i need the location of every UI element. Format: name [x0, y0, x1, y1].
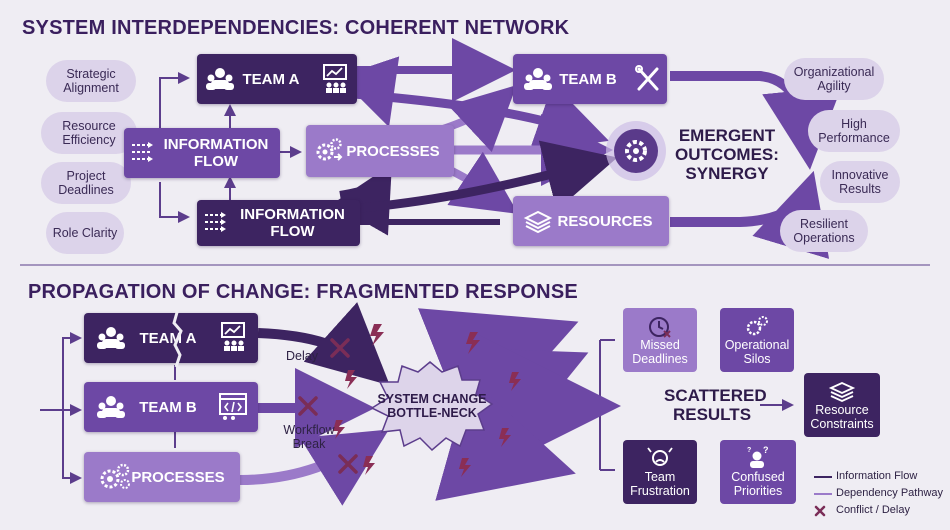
lightning-marks — [333, 324, 521, 477]
gears-icon — [100, 463, 130, 489]
operational-silos-node: Operational Silos — [720, 308, 794, 372]
processes-node-top: PROCESSES — [306, 125, 454, 177]
missed-deadlines-node: Missed Deadlines — [623, 308, 697, 372]
legend-dependency-pathway: Dependency Pathway — [836, 487, 944, 499]
delay-label: Delay — [286, 349, 318, 363]
scattered-results-label: SCATTERED RESULTS — [664, 386, 767, 424]
resources-label: RESOURCES — [557, 212, 653, 230]
cloud-resource-efficiency: Resource Efficiency — [45, 116, 133, 150]
flow-lines-icon — [132, 142, 153, 162]
confused-priorities-node: ? ? Confused Priorities — [720, 440, 796, 504]
information-flow-label-1: INFORMATION FLOW — [163, 136, 269, 170]
crack-mark — [172, 309, 183, 367]
svg-text:?: ? — [763, 445, 769, 455]
bottleneck-label: SYSTEM CHANGE BOTTLE-NECK — [377, 392, 487, 420]
stacked-files-icon — [828, 382, 856, 402]
team-b-node: TEAM B — [513, 54, 667, 104]
cloud-strategic-alignment: Strategic Alignment — [50, 64, 132, 98]
processes-label-bottom: PROCESSES — [131, 468, 225, 486]
gears-icon — [316, 138, 343, 161]
section-title-bottom: PROPAGATION OF CHANGE: FRAGMENTED RESPON… — [28, 281, 578, 303]
legend-swatch-dependency — [814, 493, 832, 495]
team-b-label-bottom: TEAM B — [139, 398, 197, 416]
team-b-label: TEAM B — [559, 70, 617, 88]
cloud-innovative-results: Innovative Results — [824, 165, 896, 199]
top-thin-connectors — [159, 72, 302, 223]
wrench-screwdriver-icon — [635, 65, 659, 91]
processes-label-top: PROCESSES — [346, 142, 440, 160]
team-frustration-node: Team Frustration — [623, 440, 697, 504]
section-title-top: SYSTEM INTERDEPENDENCIES: COHERENT NETWO… — [22, 17, 570, 39]
cloud-role-clarity: Role Clarity — [50, 216, 120, 250]
legend: Information Flow Dependency Pathway Conf… — [808, 470, 946, 522]
team-a-label-bottom: TEAM A — [139, 329, 197, 347]
team-a-label: TEAM A — [242, 70, 300, 88]
code-window-icon — [219, 393, 247, 420]
clock-icon — [649, 317, 671, 338]
legend-conflict-icon — [814, 505, 826, 517]
information-flow-label-2: INFORMATION FLOW — [240, 206, 345, 240]
legend-conflict-delay: Conflict / Delay — [836, 504, 910, 516]
cloud-organizational-agility: Organizational Agility — [788, 62, 880, 96]
legend-information-flow: Information Flow — [836, 470, 918, 482]
gears-icon — [746, 316, 768, 336]
workflow-break-label: Workflow Break — [283, 423, 335, 451]
team-icon — [206, 68, 234, 90]
team-icon — [97, 327, 125, 349]
confused-priorities-label: Confused Priorities — [731, 470, 785, 498]
svg-text:?: ? — [747, 447, 751, 454]
cloud-high-performance: High Performance — [812, 114, 896, 148]
stacked-files-icon — [523, 210, 553, 234]
operational-silos-label: Operational Silos — [724, 338, 790, 366]
processes-node-bottom: PROCESSES — [84, 452, 240, 502]
team-a-node-bottom: TEAM A — [84, 309, 258, 367]
gear-icon — [625, 140, 647, 162]
team-b-node-bottom: TEAM B — [84, 382, 258, 432]
cloud-resilient-operations: Resilient Operations — [784, 214, 864, 248]
missed-deadlines-label: Missed Deadlines — [632, 338, 688, 366]
information-flow-node-2: INFORMATION FLOW — [197, 200, 360, 246]
resources-node: RESOURCES — [513, 196, 669, 246]
emergent-outcomes-label: EMERGENT OUTCOMES: SYNERGY — [675, 126, 779, 183]
information-flow-node-1: INFORMATION FLOW — [124, 128, 280, 178]
chart-monitor-icon — [221, 322, 245, 351]
conflict-marks — [298, 338, 358, 474]
team-frustration-label: Team Frustration — [630, 470, 690, 498]
bottom-flow-arrows — [239, 302, 621, 506]
frustrated-face-icon — [647, 447, 673, 466]
legend-swatch-information-flow — [814, 476, 832, 478]
flow-lines-icon — [205, 212, 226, 232]
cloud-project-deadlines: Project Deadlines — [45, 166, 127, 200]
resource-constraints-label: Resource Constraints — [810, 403, 874, 431]
chart-monitor-icon — [323, 64, 347, 93]
confused-person-icon: ? ? — [747, 445, 769, 468]
team-icon — [524, 68, 552, 90]
bottleneck-burst — [370, 361, 494, 452]
resource-constraints-node: Resource Constraints — [804, 373, 880, 437]
team-icon — [97, 396, 125, 418]
team-a-node: TEAM A — [197, 54, 357, 104]
